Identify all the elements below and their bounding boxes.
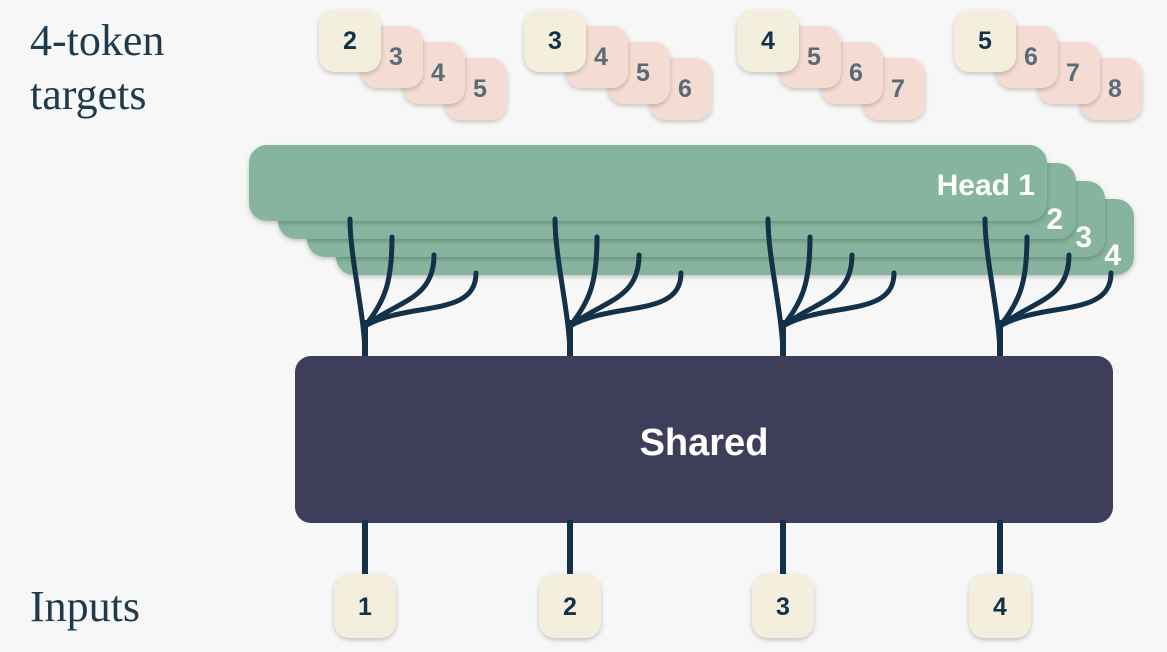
target-token-label: 6 bbox=[1024, 43, 1038, 71]
target-token-label: 8 bbox=[1108, 75, 1122, 103]
input-token-box bbox=[969, 574, 1031, 638]
heads-stack: 432 Head 1 bbox=[249, 145, 1134, 275]
target-token-label: 6 bbox=[678, 75, 692, 103]
shared-label: Shared bbox=[640, 422, 769, 464]
target-token-label: 6 bbox=[849, 59, 863, 87]
target-token: 2 bbox=[319, 10, 381, 72]
target-token-label: 4 bbox=[594, 43, 608, 71]
head-label-3: 3 bbox=[1075, 221, 1092, 254]
target-token-label: 7 bbox=[891, 75, 905, 103]
target-token: 5 bbox=[954, 10, 1016, 72]
input-token: 2 bbox=[539, 574, 601, 638]
target-token-label: 7 bbox=[1066, 59, 1080, 87]
target-stems bbox=[347, 68, 1114, 201]
target-token: 4 bbox=[737, 10, 799, 72]
target-token-label: 5 bbox=[807, 43, 821, 71]
target-token-label: 2 bbox=[343, 27, 357, 55]
input-token-box bbox=[334, 574, 396, 638]
head-label-2: 2 bbox=[1046, 203, 1063, 236]
head-branch bbox=[780, 234, 813, 329]
head-branch bbox=[362, 234, 395, 329]
shared-trunk bbox=[295, 356, 1113, 523]
target-token-box bbox=[524, 10, 586, 72]
head-branch bbox=[567, 234, 600, 329]
input-token-box bbox=[539, 574, 601, 638]
head-branches bbox=[347, 216, 1114, 359]
target-token-label: 5 bbox=[636, 59, 650, 87]
head-branch bbox=[780, 270, 897, 329]
target-token-box bbox=[319, 10, 381, 72]
target-token-box bbox=[737, 10, 799, 72]
input-token-box bbox=[752, 574, 814, 638]
input-token-label: 2 bbox=[563, 593, 577, 621]
head-label-1: Head 1 bbox=[937, 169, 1035, 202]
input-token: 3 bbox=[752, 574, 814, 638]
inputs-label: Inputs bbox=[30, 582, 140, 631]
target-token-label: 3 bbox=[389, 43, 403, 71]
head-branch bbox=[362, 270, 479, 329]
head-branch bbox=[997, 234, 1030, 329]
target-token-label: 4 bbox=[431, 59, 445, 87]
targets-label-line1: 4-token bbox=[30, 16, 164, 65]
head-branch bbox=[567, 270, 684, 329]
input-token-label: 3 bbox=[776, 593, 790, 621]
target-token-label: 3 bbox=[548, 27, 562, 55]
head-label-4: 4 bbox=[1104, 239, 1121, 272]
input-token: 1 bbox=[334, 574, 396, 638]
target-token-label: 4 bbox=[761, 27, 775, 55]
input-token-label: 1 bbox=[358, 593, 372, 621]
input-token-label: 4 bbox=[993, 593, 1007, 621]
target-token-box bbox=[954, 10, 1016, 72]
input-tokens: 1 2 3 4 bbox=[334, 520, 1031, 638]
input-token: 4 bbox=[969, 574, 1031, 638]
targets-label-line2: targets bbox=[30, 70, 147, 119]
target-token-label: 5 bbox=[473, 75, 487, 103]
head-branch bbox=[997, 270, 1114, 329]
head-block-1 bbox=[249, 145, 1047, 221]
target-token: 3 bbox=[524, 10, 586, 72]
target-token-label: 5 bbox=[978, 27, 992, 55]
